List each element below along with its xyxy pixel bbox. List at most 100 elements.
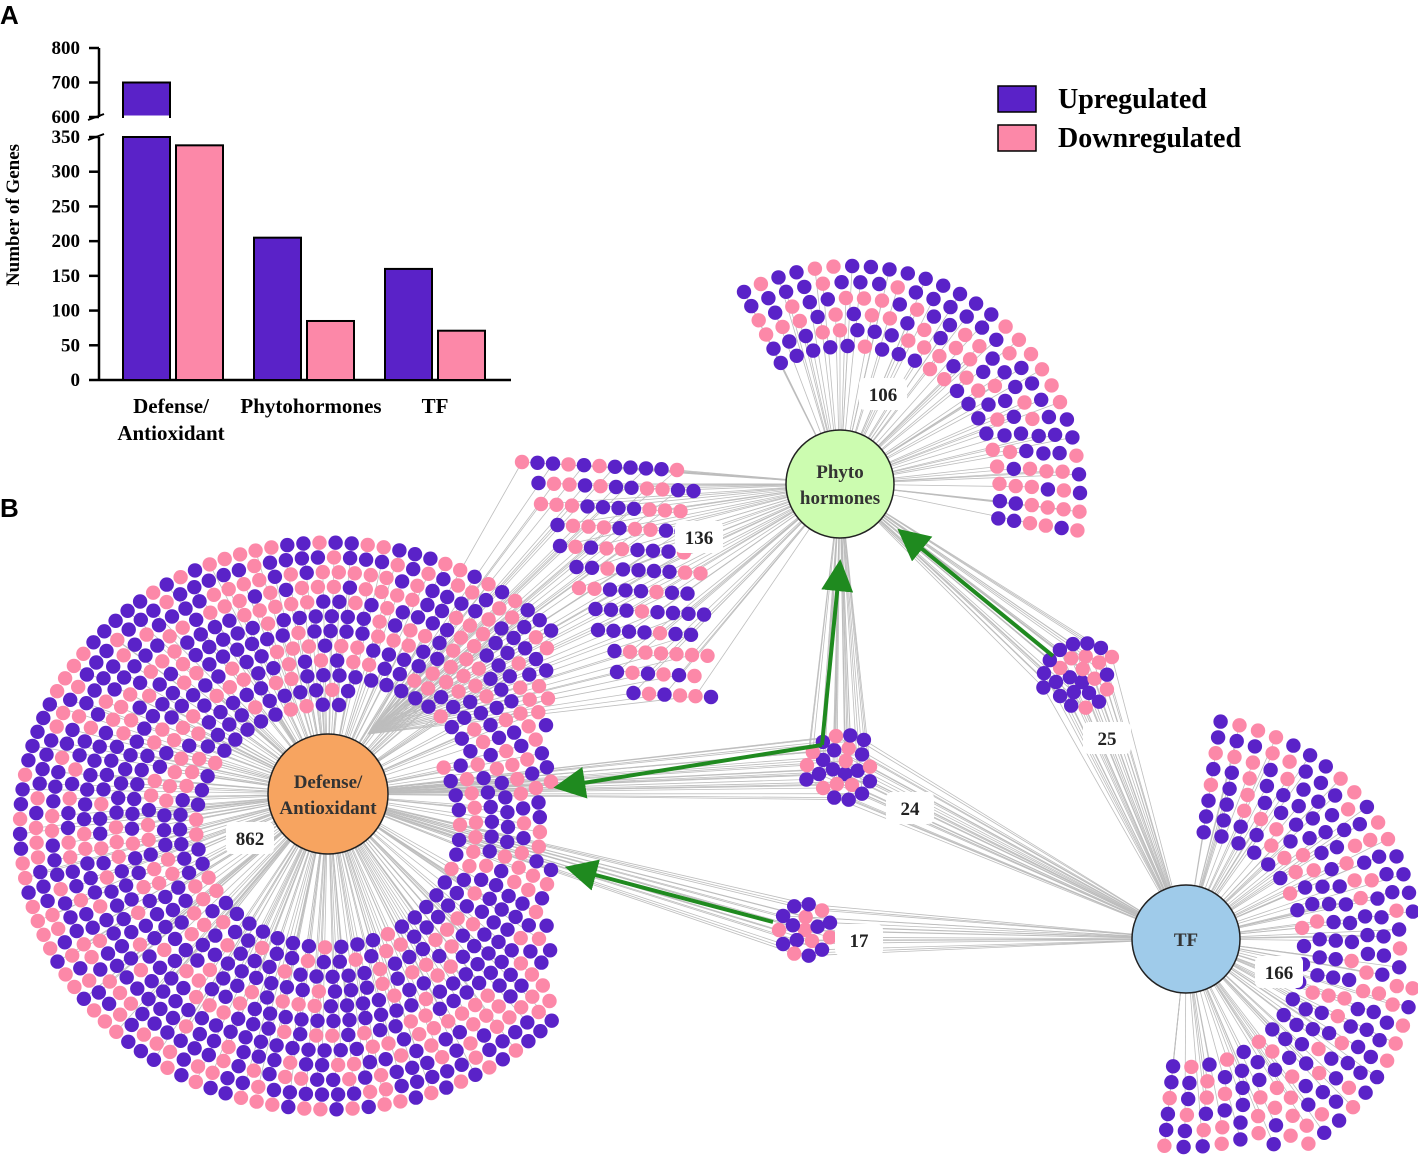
gene-node	[444, 719, 459, 735]
gene-node	[394, 574, 410, 589]
gene-node	[334, 638, 349, 654]
gene-node	[141, 991, 156, 1007]
gene-node	[626, 685, 641, 701]
gene-node	[436, 572, 451, 587]
gene-node	[244, 985, 260, 1000]
category-label-phytohormones: Phytohormones	[240, 394, 381, 418]
gene-node	[543, 623, 559, 638]
gene-node	[45, 838, 60, 853]
gene-node	[524, 967, 540, 982]
edge	[327, 793, 784, 917]
gene-node	[891, 347, 906, 362]
gene-node	[207, 619, 223, 635]
gene-node	[479, 689, 494, 704]
gene-node	[531, 795, 546, 810]
gene-node	[506, 725, 522, 740]
gene-node	[882, 262, 897, 277]
gene-node	[1181, 1091, 1196, 1107]
gene-node	[1392, 941, 1408, 956]
y-axis-title: Number of Genes	[3, 144, 24, 286]
gene-node	[12, 826, 28, 842]
gene-node	[1315, 1085, 1331, 1100]
gene-node	[419, 899, 434, 915]
gene-node	[1025, 411, 1040, 427]
gene-node	[325, 1028, 340, 1043]
gene-node	[1326, 914, 1341, 930]
gene-node	[76, 646, 91, 661]
gene-node	[100, 946, 116, 961]
gene-node	[1326, 970, 1341, 985]
gene-node	[1309, 914, 1325, 929]
gene-node	[550, 517, 565, 533]
gene-node	[814, 903, 830, 918]
gene-node	[458, 967, 473, 982]
gene-node	[175, 720, 191, 735]
arrow-tf-to-phyto	[897, 528, 1055, 658]
gene-node	[872, 276, 887, 292]
gene-node	[631, 563, 646, 578]
edge	[367, 547, 592, 735]
gene-node	[406, 561, 421, 577]
gene-node	[341, 968, 356, 983]
count-label-defense-tf: 17	[850, 931, 870, 952]
legend-label-up: Upregulated	[1058, 84, 1207, 115]
edge	[835, 735, 1187, 940]
gene-node	[1065, 430, 1080, 445]
gene-node	[736, 284, 752, 300]
gene-node	[262, 1066, 277, 1082]
gene-node	[454, 1057, 469, 1073]
gene-node	[804, 933, 820, 949]
gene-node	[642, 502, 657, 517]
gene-node	[626, 501, 642, 516]
y-tick-label: 200	[52, 231, 81, 252]
gene-node	[44, 733, 59, 748]
gene-node	[215, 649, 231, 664]
gene-node	[811, 766, 827, 782]
gene-node	[1040, 500, 1055, 515]
gene-node	[93, 899, 108, 914]
gene-node	[520, 1015, 535, 1030]
gene-node	[232, 996, 248, 1011]
gene-node	[1250, 1055, 1265, 1070]
gene-node	[1002, 444, 1018, 460]
gene-node	[1340, 1055, 1356, 1071]
gene-node	[99, 767, 115, 783]
gene-node	[364, 673, 379, 688]
gene-node	[377, 661, 392, 676]
gene-node	[1216, 813, 1231, 828]
gene-node	[619, 603, 634, 618]
gene-node	[294, 551, 310, 566]
legend-swatch-up	[997, 85, 1037, 113]
gene-node	[826, 259, 841, 274]
gene-node	[114, 864, 129, 879]
gene-node	[204, 982, 220, 997]
gene-node	[164, 971, 179, 986]
gene-node	[142, 893, 157, 909]
gene-node	[171, 880, 186, 895]
gene-node	[153, 1001, 168, 1017]
gene-node	[773, 355, 788, 371]
bar-upregulated-1	[253, 236, 302, 381]
gene-node	[57, 671, 73, 686]
gene-node	[164, 710, 179, 725]
gene-node	[104, 753, 119, 768]
gene-node	[313, 653, 329, 668]
edge	[829, 936, 1187, 940]
gene-node	[1324, 808, 1340, 823]
gene-node	[371, 629, 386, 644]
gene-node	[424, 1085, 439, 1101]
gene-node	[971, 411, 986, 426]
gene-node	[539, 760, 555, 775]
gene-node	[76, 937, 92, 952]
gene-node	[132, 594, 148, 609]
gene-node	[301, 939, 317, 954]
gene-node	[1217, 1103, 1232, 1118]
gene-node	[1314, 845, 1329, 861]
gene-node	[265, 1097, 280, 1112]
gene-node	[143, 847, 158, 862]
gene-node	[1340, 802, 1356, 817]
gene-node	[262, 959, 277, 975]
gene-node	[423, 551, 438, 566]
gene-node	[276, 613, 291, 628]
gene-node	[146, 585, 161, 600]
